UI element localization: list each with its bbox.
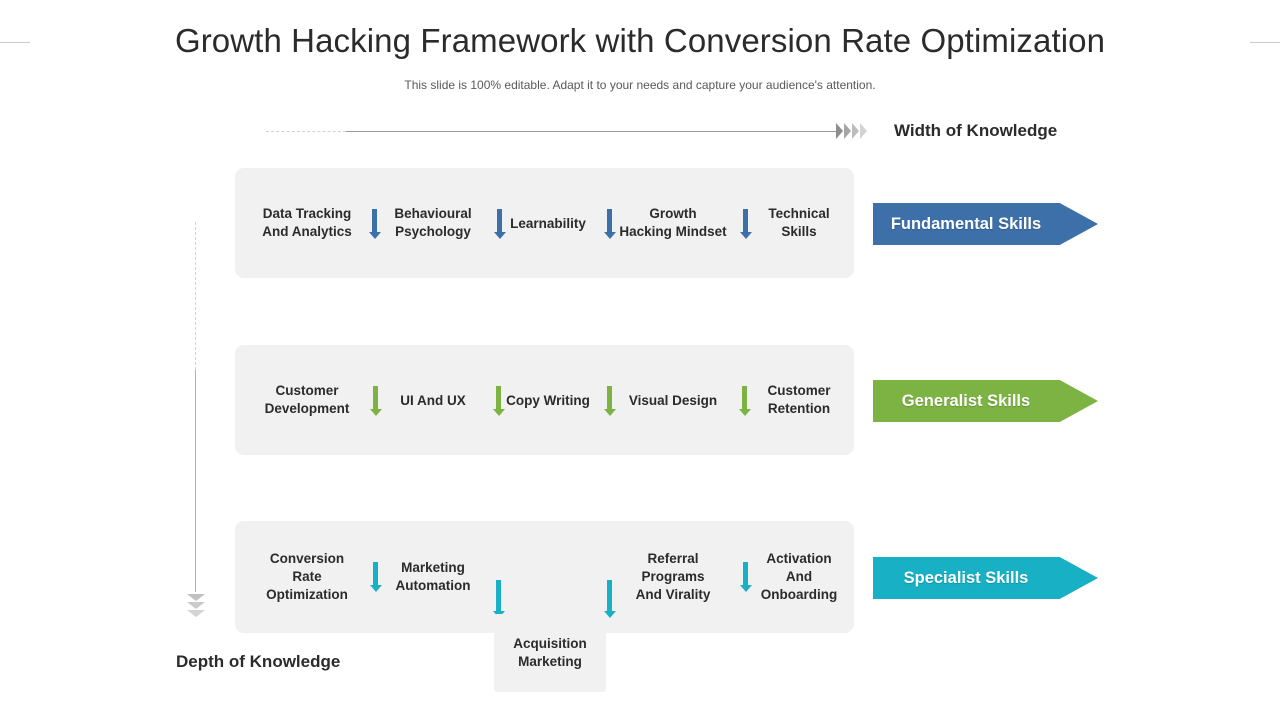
arrow-down-chevrons-icon — [187, 594, 205, 618]
skill-item-line: Customer — [275, 383, 339, 399]
banner-label: Fundamental Skills — [890, 214, 1042, 233]
page-title: Growth Hacking Framework with Conversion… — [174, 22, 1106, 59]
banner-label: Generalist Skills — [901, 391, 1031, 410]
banner-label: Specialist Skills — [903, 568, 1029, 587]
skill-item-line: Customer — [767, 383, 831, 399]
axis-dashed-segment — [266, 131, 346, 132]
banner-specialist-skills[interactable]: Specialist Skills — [873, 557, 1098, 599]
skill-item[interactable]: UI And UX — [378, 392, 488, 410]
skill-item-line: UI And UX — [400, 393, 466, 409]
skill-item-line: Referral — [647, 551, 699, 567]
width-of-knowledge-axis — [266, 118, 1266, 148]
skill-item-line: Technical — [768, 206, 830, 222]
skill-item-line: Activation — [766, 551, 832, 567]
skill-item-line: Hacking Mindset — [619, 224, 727, 239]
arrow-down-icon — [492, 580, 505, 618]
skill-item[interactable]: Visual Design — [611, 392, 736, 410]
arrow-down-icon — [369, 386, 382, 416]
vertical-dashed-segment — [195, 222, 196, 370]
decorative-rule-left — [0, 42, 30, 43]
arrow-right-chevrons-icon — [836, 123, 868, 139]
arrow-down-icon — [603, 386, 616, 416]
arrow-down-icon — [492, 386, 505, 416]
skill-item-line: Acquisition — [513, 636, 587, 652]
arrow-down-icon — [493, 209, 506, 239]
skill-item-line: Psychology — [395, 224, 471, 239]
skill-item[interactable]: Copy Writing — [491, 392, 606, 410]
skill-item-line: Learnability — [510, 216, 586, 232]
skill-item-line: Visual Design — [628, 393, 718, 409]
skill-item-line: And Virality — [635, 586, 711, 602]
skill-item[interactable]: Learnability — [493, 215, 603, 233]
skill-item-line: And Analytics — [262, 224, 352, 239]
skill-item-line: Behavioural — [394, 206, 472, 222]
arrow-down-icon — [369, 562, 382, 592]
arrow-down-icon — [739, 562, 752, 592]
arrow-down-icon — [739, 209, 752, 239]
arrow-down-icon — [603, 580, 616, 618]
decorative-rule-right — [1250, 42, 1280, 43]
banner-generalist-skills[interactable]: Generalist Skills — [873, 380, 1098, 422]
depth-of-knowledge-axis — [186, 222, 226, 642]
vertical-solid-segment — [195, 370, 196, 592]
arrow-down-icon — [603, 209, 616, 239]
banner-fundamental-skills[interactable]: Fundamental Skills — [873, 203, 1098, 245]
page-subtitle: This slide is 100% editable. Adapt it to… — [404, 78, 876, 92]
skill-item-line: Onboarding — [760, 586, 838, 602]
skill-item-line: Automation — [395, 578, 471, 593]
skill-item-line: Copy Writing — [506, 393, 590, 409]
skill-item-line: Skills — [781, 224, 817, 239]
width-of-knowledge-label: Width of Knowledge — [894, 121, 1058, 140]
axis-solid-segment — [346, 131, 838, 132]
skill-item-line: Data Tracking — [262, 206, 352, 222]
depth-of-knowledge-label: Depth of Knowledge — [176, 652, 341, 671]
skill-item-line: Marketing — [518, 654, 582, 669]
skill-item-line: Development — [264, 401, 350, 416]
skill-item-line: Retention — [767, 401, 831, 416]
skill-item-line: Optimization — [266, 586, 348, 602]
skill-item-line: Marketing — [401, 560, 465, 576]
skill-item-line: Programs — [641, 569, 705, 585]
skill-item-line: Growth — [649, 206, 697, 222]
arrow-down-icon — [738, 386, 751, 416]
skill-item-line: Conversion — [269, 551, 345, 567]
skill-item-line: And — [785, 569, 813, 585]
skill-item-line: Rate — [292, 569, 322, 585]
arrow-down-icon — [368, 209, 381, 239]
slide-header: Growth Hacking Framework with Conversion… — [0, 0, 1280, 105]
